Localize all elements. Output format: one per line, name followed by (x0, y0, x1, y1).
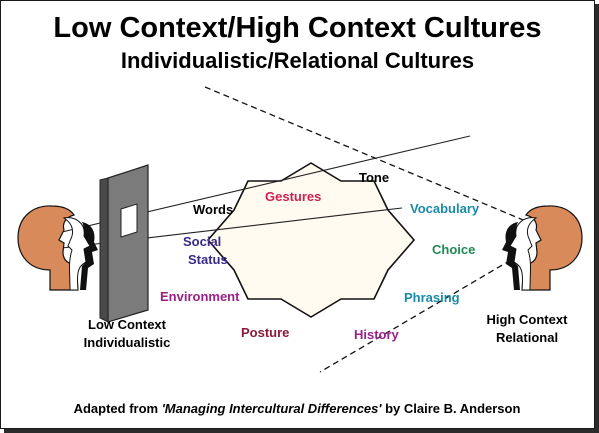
diagram-subtitle: Individualistic/Relational Cultures (120, 48, 475, 73)
label-environment: Environment (160, 289, 240, 304)
credit-line: Adapted from 'Managing Intercultural Dif… (74, 401, 521, 416)
right-label-line1: High Context (487, 312, 569, 327)
left-person-icon (17, 205, 98, 291)
left-label-line2: Individualistic (84, 335, 171, 350)
label-status: Status (188, 252, 228, 267)
context-star (206, 162, 416, 318)
right-person-icon (502, 205, 583, 291)
label-vocabulary: Vocabulary (410, 201, 480, 216)
barrier-wall (99, 164, 149, 323)
label-history: History (354, 327, 400, 342)
label-gestures: Gestures (265, 189, 321, 204)
credit-suffix: by Claire B. Anderson (381, 401, 520, 416)
dashed-line-upper (204, 86, 529, 223)
credit-prefix: Adapted from (74, 401, 162, 416)
right-label-line2: Relational (496, 330, 558, 345)
diagram-title: Low Context/High Context Cultures (53, 12, 542, 44)
label-posture: Posture (241, 325, 289, 340)
wall-window (120, 203, 138, 238)
label-words: Words (193, 202, 233, 217)
frame-shadow-bottom (4, 429, 599, 433)
credit-source: 'Managing Intercultural Differences' (162, 401, 383, 416)
dashed-line-lower (319, 249, 529, 373)
label-choice: Choice (432, 242, 475, 257)
label-phrasing: Phrasing (404, 290, 460, 305)
frame-shadow-right (595, 4, 599, 433)
label-tone: Tone (359, 170, 389, 185)
left-label-line1: Low Context (88, 317, 167, 332)
label-social: Social (183, 234, 221, 249)
